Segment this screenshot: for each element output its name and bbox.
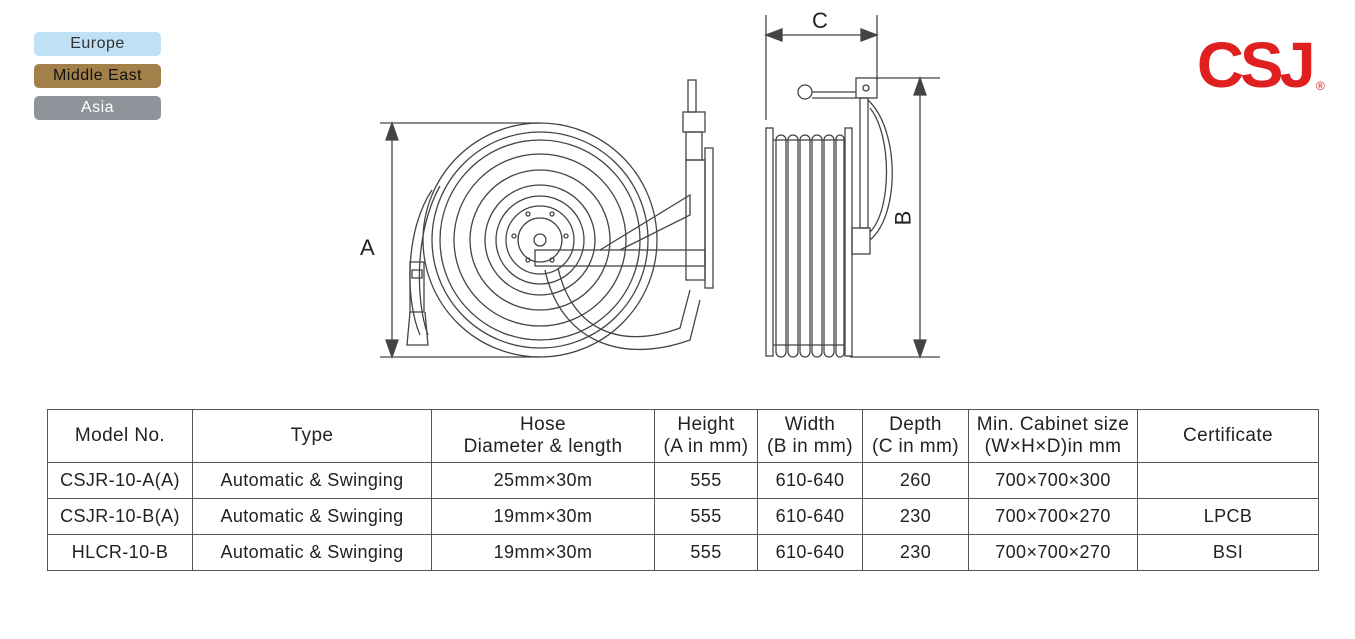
cell-certificate bbox=[1137, 462, 1319, 499]
cell-type: Automatic & Swinging bbox=[192, 498, 432, 535]
header-height: Height(A in mm) bbox=[654, 409, 758, 463]
cell-model: CSJR-10-B(A) bbox=[47, 498, 193, 535]
cell-cabinet: 700×700×270 bbox=[968, 498, 1138, 535]
dimension-label-a: A bbox=[360, 235, 375, 260]
header-cabinet: Min. Cabinet size(W×H×D)in mm bbox=[968, 409, 1138, 463]
region-badge-middle-east: Middle East bbox=[34, 64, 161, 88]
cell-width: 610-640 bbox=[757, 534, 863, 571]
header-type: Type bbox=[192, 409, 432, 463]
brand-logo: CSJ bbox=[1196, 29, 1316, 101]
table-row: HLCR-10-B Automatic & Swinging 19mm×30m … bbox=[47, 534, 1319, 571]
cell-height: 555 bbox=[654, 534, 758, 571]
cell-width: 610-640 bbox=[757, 462, 863, 499]
cell-hose: 25mm×30m bbox=[431, 462, 655, 499]
header-depth: Depth(C in mm) bbox=[862, 409, 969, 463]
cell-height: 555 bbox=[654, 498, 758, 535]
cell-depth: 230 bbox=[862, 534, 969, 571]
cell-cabinet: 700×700×300 bbox=[968, 462, 1138, 499]
header-model: Model No. bbox=[47, 409, 193, 463]
dimension-label-b: B bbox=[890, 210, 916, 226]
cell-width: 610-640 bbox=[757, 498, 863, 535]
table-row: CSJR-10-A(A) Automatic & Swinging 25mm×3… bbox=[47, 462, 1319, 499]
region-badge-europe: Europe bbox=[34, 32, 161, 56]
cell-depth: 260 bbox=[862, 462, 969, 499]
cell-depth: 230 bbox=[862, 498, 969, 535]
hose-reel-drawing bbox=[380, 15, 940, 359]
cell-certificate: BSI bbox=[1137, 534, 1319, 571]
table-row: CSJR-10-B(A) Automatic & Swinging 19mm×3… bbox=[47, 498, 1319, 535]
region-badge-asia: Asia bbox=[34, 96, 161, 120]
cell-hose: 19mm×30m bbox=[431, 498, 655, 535]
cell-hose: 19mm×30m bbox=[431, 534, 655, 571]
front-view bbox=[380, 79, 714, 359]
cell-type: Automatic & Swinging bbox=[192, 462, 432, 499]
cell-model: HLCR-10-B bbox=[47, 534, 193, 571]
dimension-label-c: C bbox=[812, 8, 828, 33]
cell-type: Automatic & Swinging bbox=[192, 534, 432, 571]
cell-height: 555 bbox=[654, 462, 758, 499]
cell-model: CSJR-10-A(A) bbox=[47, 462, 193, 499]
registered-mark: ® bbox=[1316, 79, 1325, 93]
header-width: Width(B in mm) bbox=[757, 409, 863, 463]
header-certificate: Certificate bbox=[1137, 409, 1319, 463]
cell-cabinet: 700×700×270 bbox=[968, 534, 1138, 571]
side-view bbox=[764, 15, 940, 359]
cell-certificate: LPCB bbox=[1137, 498, 1319, 535]
